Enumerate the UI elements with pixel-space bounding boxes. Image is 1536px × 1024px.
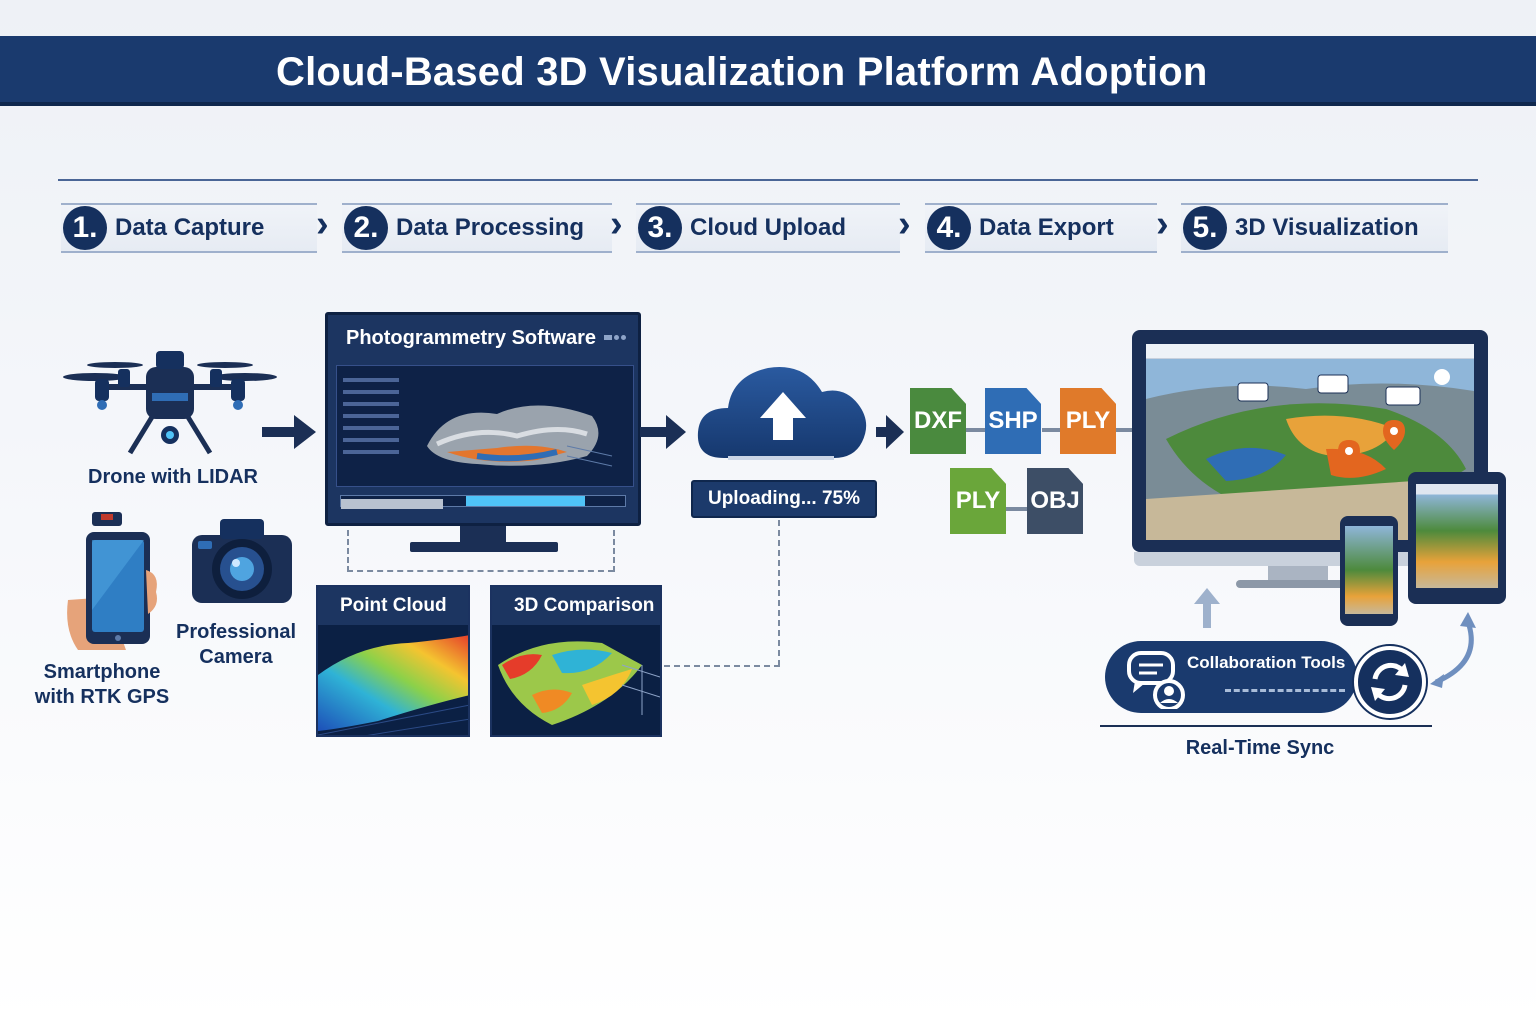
step-data-capture: 1. Data Capture — [61, 203, 317, 253]
file-dxf: DXF — [910, 388, 966, 454]
comparison-panel: 3D Comparison — [490, 585, 662, 737]
file-shp: SHP — [985, 388, 1041, 454]
curved-arrow-icon — [1430, 612, 1476, 688]
step-3d-visualization: 5. 3D Visualization — [1181, 203, 1448, 253]
connector-line — [1116, 428, 1132, 432]
connector-line — [1042, 428, 1062, 432]
software-title: Photogrammetry Software — [346, 327, 597, 349]
step-number: 1. — [63, 206, 107, 250]
connector-line — [1006, 507, 1028, 511]
sync-button — [1354, 646, 1426, 718]
connector-line — [966, 428, 988, 432]
step-cloud-upload: 3. Cloud Upload — [636, 203, 900, 253]
connector-line — [778, 520, 780, 666]
map-pin-icon — [1383, 420, 1405, 450]
camera-caption: Professional Camera — [176, 621, 297, 668]
connector-line — [347, 530, 349, 572]
step-label: Data Capture — [115, 214, 265, 241]
divider — [1100, 725, 1432, 727]
arrow-up-icon — [1194, 588, 1220, 628]
smartphone-icon — [67, 512, 157, 650]
step-label: 3D Visualization — [1235, 214, 1419, 241]
camera-icon — [192, 519, 292, 603]
arrow-right-icon — [640, 415, 686, 449]
connector-line — [613, 530, 615, 572]
tablet-device — [1408, 472, 1506, 604]
monitor-base — [410, 542, 558, 552]
map-pin-icon — [1338, 440, 1360, 470]
chevron-right-icon: › — [1156, 203, 1169, 245]
drone-icon — [63, 351, 277, 455]
arrow-right-icon — [262, 415, 316, 449]
drone-caption: Drone with LIDAR — [88, 466, 258, 488]
collaboration-tools: Collaboration Tools — [1105, 641, 1357, 713]
monitor-base — [1236, 580, 1360, 588]
format-label: PLY — [955, 487, 1001, 514]
sync-icon — [1371, 662, 1409, 702]
comparison-heatmap — [492, 625, 660, 735]
sync-caption: Real-Time Sync — [1185, 737, 1335, 759]
format-label: PLY — [1065, 407, 1111, 434]
chevron-right-icon: › — [898, 203, 911, 245]
software-viewport — [336, 365, 634, 487]
monitor-stand — [460, 526, 506, 544]
step-label: Cloud Upload — [690, 214, 846, 241]
upload-status: Uploading... 75% — [691, 480, 877, 518]
phone-screen — [1345, 526, 1393, 614]
software-sidebar — [343, 374, 399, 480]
cloud-upload-icon — [697, 367, 867, 460]
browser-toolbar — [1146, 344, 1474, 359]
phone-device — [1340, 516, 1398, 626]
processing-progress-bar — [340, 495, 626, 509]
window-controls-icon — [604, 327, 634, 340]
connector-line — [664, 665, 780, 667]
step-label: Data Export — [979, 214, 1114, 241]
step-number: 5. — [1183, 206, 1227, 250]
smartphone-caption: Smartphone with RTK GPS — [34, 661, 170, 708]
tablet-screen — [1416, 484, 1498, 588]
point-cloud-panel: Point Cloud — [316, 585, 470, 737]
monitor-chin — [1134, 552, 1486, 566]
page-title: Cloud-Based 3D Visualization Platform Ad… — [276, 50, 1208, 94]
file-ply: PLY — [1060, 388, 1116, 454]
file-obj: OBJ — [1027, 468, 1083, 534]
connector-line — [1225, 689, 1345, 692]
mesh-preview — [427, 405, 613, 467]
monitor-stand — [1268, 566, 1328, 582]
chevron-right-icon: › — [610, 203, 623, 245]
upload-status-label: Uploading... 75% — [707, 488, 861, 509]
photogrammetry-window: Photogrammetry Software — [325, 312, 641, 526]
divider — [58, 179, 1478, 181]
format-label: DXF — [914, 407, 962, 434]
connector-line — [347, 570, 614, 572]
step-number: 4. — [927, 206, 971, 250]
arrow-right-icon — [876, 415, 904, 449]
step-data-processing: 2. Data Processing — [342, 203, 612, 253]
comparison-title: 3D Comparison — [492, 587, 660, 625]
step-number: 2. — [344, 206, 388, 250]
point-cloud-title: Point Cloud — [318, 587, 468, 625]
point-cloud-heatmap — [318, 625, 468, 735]
chevron-right-icon: › — [316, 203, 329, 245]
format-label: SHP — [988, 407, 1038, 434]
format-label: OBJ — [1030, 487, 1080, 514]
collaboration-label: Collaboration Tools — [1187, 653, 1346, 672]
step-number: 3. — [638, 206, 682, 250]
file-ply: PLY — [950, 468, 1006, 534]
step-data-export: 4. Data Export — [925, 203, 1157, 253]
title-bar: Cloud-Based 3D Visualization Platform Ad… — [0, 36, 1536, 106]
step-label: Data Processing — [396, 214, 585, 241]
chat-icon — [1127, 651, 1185, 709]
